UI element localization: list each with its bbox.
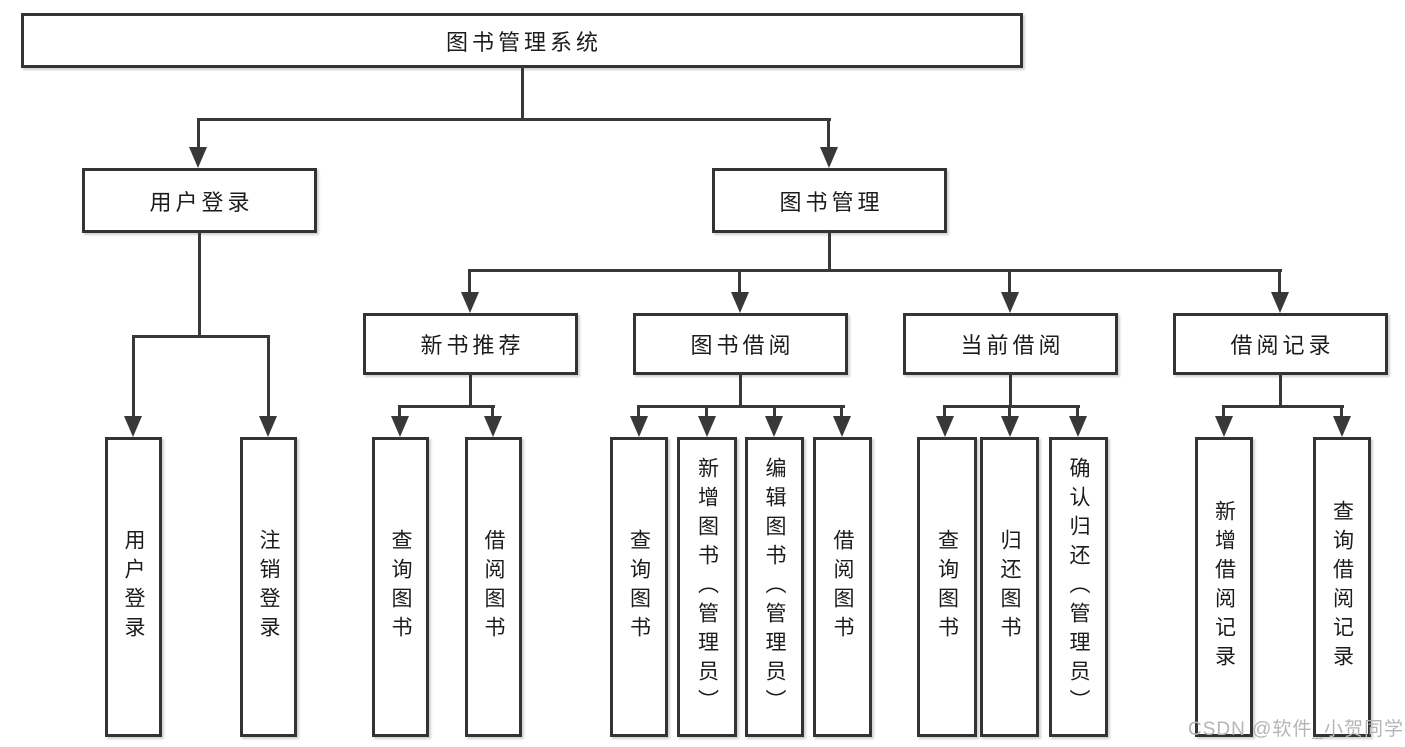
- node-br-query-record: 查询借阅记录: [1313, 437, 1371, 737]
- connector-line: [267, 335, 270, 418]
- arrow-down-icon: [461, 292, 479, 313]
- node-nb-borrow-books: 借阅图书: [465, 437, 522, 737]
- node-book-management: 图书管理: [712, 168, 947, 233]
- arrow-down-icon: [1001, 292, 1019, 313]
- connector-line: [1076, 405, 1079, 418]
- node-label: 归还图书: [998, 529, 1021, 645]
- connector-line: [1008, 269, 1011, 294]
- connector-line: [521, 66, 524, 121]
- connector-line: [197, 118, 200, 150]
- arrow-down-icon: [820, 147, 838, 168]
- node-label: 图书管理: [779, 189, 884, 215]
- connector-line: [1009, 373, 1012, 407]
- connector-line: [827, 118, 830, 150]
- connector-line: [491, 405, 494, 418]
- node-leaf-logout: 注销登录: [240, 437, 297, 737]
- arrow-down-icon: [765, 416, 783, 437]
- node-label: 图书借阅: [690, 333, 795, 358]
- connector-line: [1278, 269, 1281, 294]
- arrow-down-icon: [124, 416, 142, 437]
- watermark-text: CSDN @软件_小贺同学: [1188, 719, 1404, 740]
- connector-line: [1340, 405, 1343, 418]
- connector-line: [828, 231, 831, 272]
- connector-line: [840, 405, 843, 418]
- node-label: 注销登录: [257, 529, 280, 645]
- connector-line: [738, 269, 741, 294]
- connector-line: [1222, 405, 1225, 418]
- node-bb-query-books: 查询图书: [610, 437, 668, 737]
- connector-line: [705, 405, 708, 418]
- node-borrowing-records: 借阅记录: [1173, 313, 1388, 375]
- arrow-down-icon: [391, 416, 409, 437]
- connector-line: [943, 405, 946, 418]
- node-nb-query-books: 查询图书: [372, 437, 429, 737]
- node-bb-add-books-admin: 新增图书（管理员）: [677, 437, 737, 737]
- connector-line: [773, 405, 776, 418]
- node-library-management-system: 图书管理系统: [21, 13, 1023, 68]
- node-label: 确认归还（管理员）: [1067, 456, 1090, 718]
- node-user-login: 用户登录: [82, 168, 317, 233]
- node-label: 新增图书（管理员）: [695, 456, 719, 718]
- connector-line: [739, 373, 742, 407]
- node-label: 查询图书: [389, 529, 412, 645]
- node-label: 查询图书: [627, 529, 651, 645]
- connector-line: [1008, 405, 1011, 418]
- node-label: 用户登录: [122, 529, 145, 645]
- connector-line: [637, 405, 640, 418]
- connector-line: [468, 269, 1282, 272]
- node-label: 图书管理系统: [445, 29, 602, 55]
- node-bb-borrow-books: 借阅图书: [813, 437, 872, 737]
- connector-line: [1279, 373, 1282, 407]
- node-leaf-user-login: 用户登录: [105, 437, 162, 737]
- node-label: 当前借阅: [960, 333, 1065, 358]
- node-cb-return-books: 归还图书: [980, 437, 1039, 737]
- node-current-borrowing: 当前借阅: [903, 313, 1118, 375]
- arrow-down-icon: [484, 416, 502, 437]
- arrow-down-icon: [936, 416, 954, 437]
- connector-line: [132, 335, 135, 418]
- connector-line: [197, 118, 831, 121]
- arrow-down-icon: [731, 292, 749, 313]
- node-bb-edit-books-admin: 编辑图书（管理员）: [745, 437, 804, 737]
- arrow-down-icon: [1001, 416, 1019, 437]
- connector-line: [198, 231, 201, 337]
- node-label: 新书推荐: [420, 333, 525, 358]
- node-label: 查询图书: [935, 529, 959, 645]
- connector-line: [1222, 405, 1344, 408]
- connector-line: [469, 373, 472, 407]
- node-br-add-record: 新增借阅记录: [1195, 437, 1253, 737]
- arrow-down-icon: [833, 416, 851, 437]
- connector-line: [468, 269, 471, 294]
- node-label: 借阅图书: [831, 529, 854, 645]
- node-new-book-recommendation: 新书推荐: [363, 313, 578, 375]
- arrow-down-icon: [698, 416, 716, 437]
- arrow-down-icon: [1215, 416, 1233, 437]
- connector-line: [398, 405, 495, 408]
- arrow-down-icon: [630, 416, 648, 437]
- node-label: 查询借阅记录: [1330, 500, 1354, 674]
- arrow-down-icon: [1271, 292, 1289, 313]
- node-label: 借阅图书: [482, 529, 505, 645]
- connector-line: [637, 405, 845, 408]
- node-cb-query-books: 查询图书: [917, 437, 977, 737]
- node-book-borrowing: 图书借阅: [633, 313, 848, 375]
- arrow-down-icon: [189, 147, 207, 168]
- node-label: 编辑图书（管理员）: [763, 456, 786, 718]
- node-label: 用户登录: [149, 189, 254, 215]
- connector-line: [943, 405, 1080, 408]
- connector-line: [398, 405, 401, 418]
- arrow-down-icon: [259, 416, 277, 437]
- arrow-down-icon: [1333, 416, 1351, 437]
- node-cb-confirm-return-admin: 确认归还（管理员）: [1049, 437, 1108, 737]
- node-label: 新增借阅记录: [1212, 500, 1236, 674]
- connector-line: [132, 335, 270, 338]
- arrow-down-icon: [1069, 416, 1087, 437]
- node-label: 借阅记录: [1230, 333, 1335, 358]
